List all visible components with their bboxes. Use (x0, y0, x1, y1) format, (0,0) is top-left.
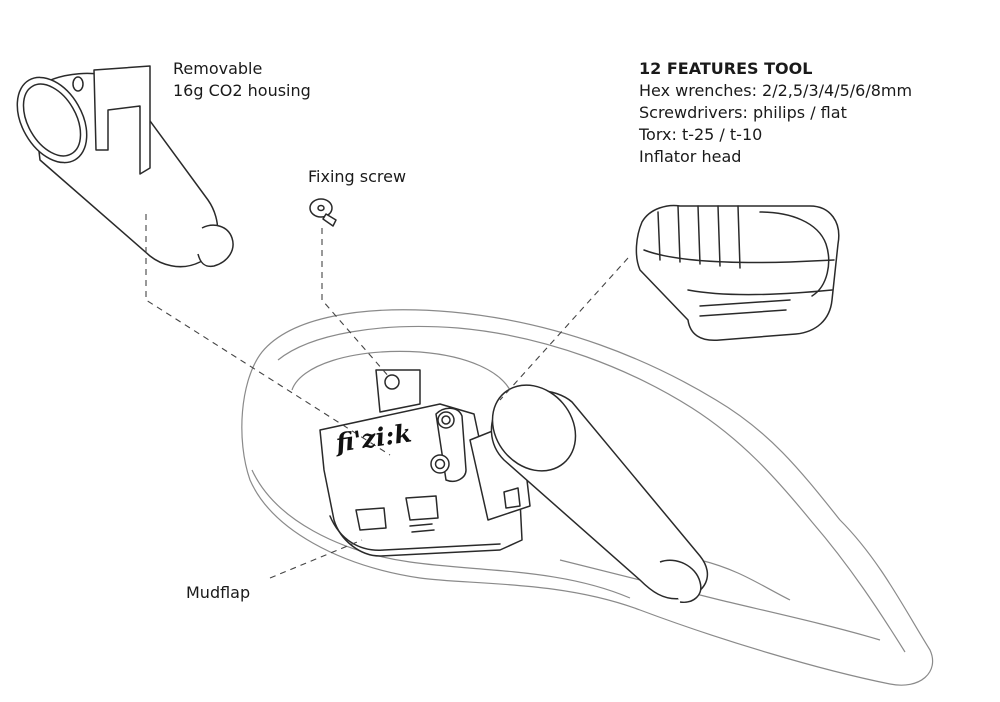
fixing-screw-label: Fixing screw (308, 167, 407, 186)
co2-housing-label-line2: 16g CO2 housing (173, 81, 311, 100)
multi-tool-feature-torx: Torx: t-25 / t-10 (639, 125, 763, 144)
multi-tool-title: 12 FEATURES TOOL (639, 59, 813, 78)
multi-tool-drawing (635, 204, 840, 342)
multi-tool-label: 12 FEATURES TOOL Hex wrenches: 2/2,5/3/4… (639, 58, 912, 168)
multi-tool-feature-screwdrivers: Screwdrivers: philips / flat (639, 103, 847, 122)
saddle-shell (241, 309, 934, 686)
mudflap-label: Mudflap (186, 583, 251, 602)
bracket-drawing (375, 369, 421, 413)
multi-tool-feature-inflator: Inflator head (639, 147, 742, 166)
co2-housing-drawing (16, 65, 234, 268)
co2-housing-label: Removable 16g CO2 housing (173, 58, 311, 102)
assembly-leader-lines (145, 214, 629, 579)
multi-tool-feature-hex: Hex wrenches: 2/2,5/3/4/5/6/8mm (639, 81, 913, 100)
mount-body-drawing (319, 403, 531, 557)
mounted-cylinder-drawing (490, 384, 709, 604)
fixing-screw-drawing (309, 198, 337, 227)
co2-housing-label-line1: Removable (173, 59, 263, 78)
